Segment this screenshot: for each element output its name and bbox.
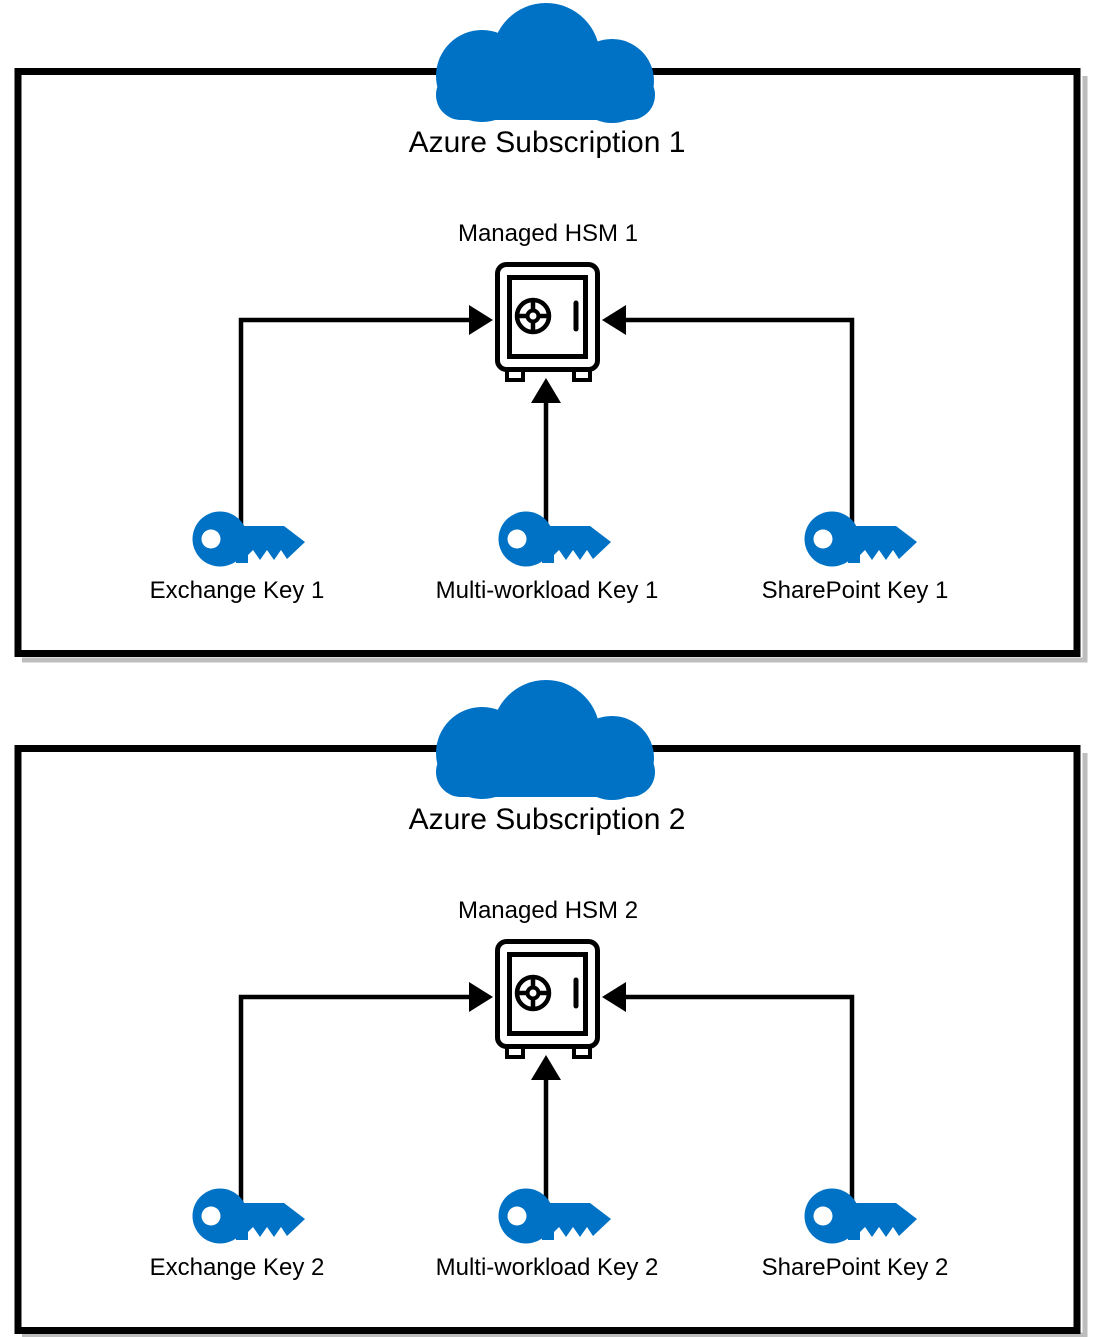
connector-exchange-key-to-hsm bbox=[238, 982, 493, 1205]
connector-sharepoint-key-to-hsm bbox=[602, 305, 855, 528]
key-icon-sharepoint bbox=[804, 1188, 917, 1244]
key-label-exchange: Exchange Key 1 bbox=[150, 577, 325, 604]
key-label-sharepoint: SharePoint Key 1 bbox=[762, 577, 949, 604]
key-label-sharepoint: SharePoint Key 2 bbox=[762, 1254, 949, 1281]
connector-multiworkload-key-to-hsm bbox=[531, 1055, 561, 1203]
arrowhead-right-icon bbox=[469, 305, 493, 335]
connector-line bbox=[238, 317, 471, 528]
cloud-icon bbox=[436, 3, 655, 123]
arrowhead-left-icon bbox=[602, 305, 626, 335]
key-icon-exchange bbox=[192, 511, 305, 567]
connector-multiworkload-key-to-hsm bbox=[531, 378, 561, 526]
hsm-label: Managed HSM 2 bbox=[458, 897, 638, 924]
key-label-exchange: Exchange Key 2 bbox=[150, 1254, 325, 1281]
azure-subscription-1-section: Azure Subscription 1 Managed HSM 1 Excha… bbox=[14, 3, 1088, 663]
safe-vault-icon bbox=[498, 265, 598, 381]
key-icon-multiworkload bbox=[498, 1188, 611, 1244]
key-label-multiworkload: Multi-workload Key 1 bbox=[436, 577, 659, 604]
azure-subscription-2-section: Azure Subscription 2 Managed HSM 2 Excha… bbox=[14, 680, 1088, 1337]
connector-exchange-key-to-hsm bbox=[238, 305, 493, 528]
subscription-title: Azure Subscription 1 bbox=[409, 126, 686, 159]
key-label-multiworkload: Multi-workload Key 2 bbox=[436, 1254, 659, 1281]
hsm-label: Managed HSM 1 bbox=[458, 220, 638, 247]
connector-line bbox=[624, 994, 855, 1205]
box-shadow bbox=[22, 753, 1088, 1337]
box-shadow bbox=[22, 76, 1088, 663]
cloud-icon bbox=[436, 680, 655, 800]
subscription-title: Azure Subscription 2 bbox=[409, 803, 686, 836]
connector-sharepoint-key-to-hsm bbox=[602, 982, 855, 1205]
key-icon-exchange bbox=[192, 1188, 305, 1244]
key-icon-sharepoint bbox=[804, 511, 917, 567]
key-icon-multiworkload bbox=[498, 511, 611, 567]
arrowhead-up-icon bbox=[531, 1055, 561, 1080]
arrowhead-left-icon bbox=[602, 982, 626, 1012]
arrowhead-right-icon bbox=[469, 982, 493, 1012]
safe-vault-icon bbox=[498, 942, 598, 1058]
connector-line bbox=[238, 994, 471, 1205]
connector-line bbox=[624, 317, 855, 528]
arrowhead-up-icon bbox=[531, 378, 561, 403]
